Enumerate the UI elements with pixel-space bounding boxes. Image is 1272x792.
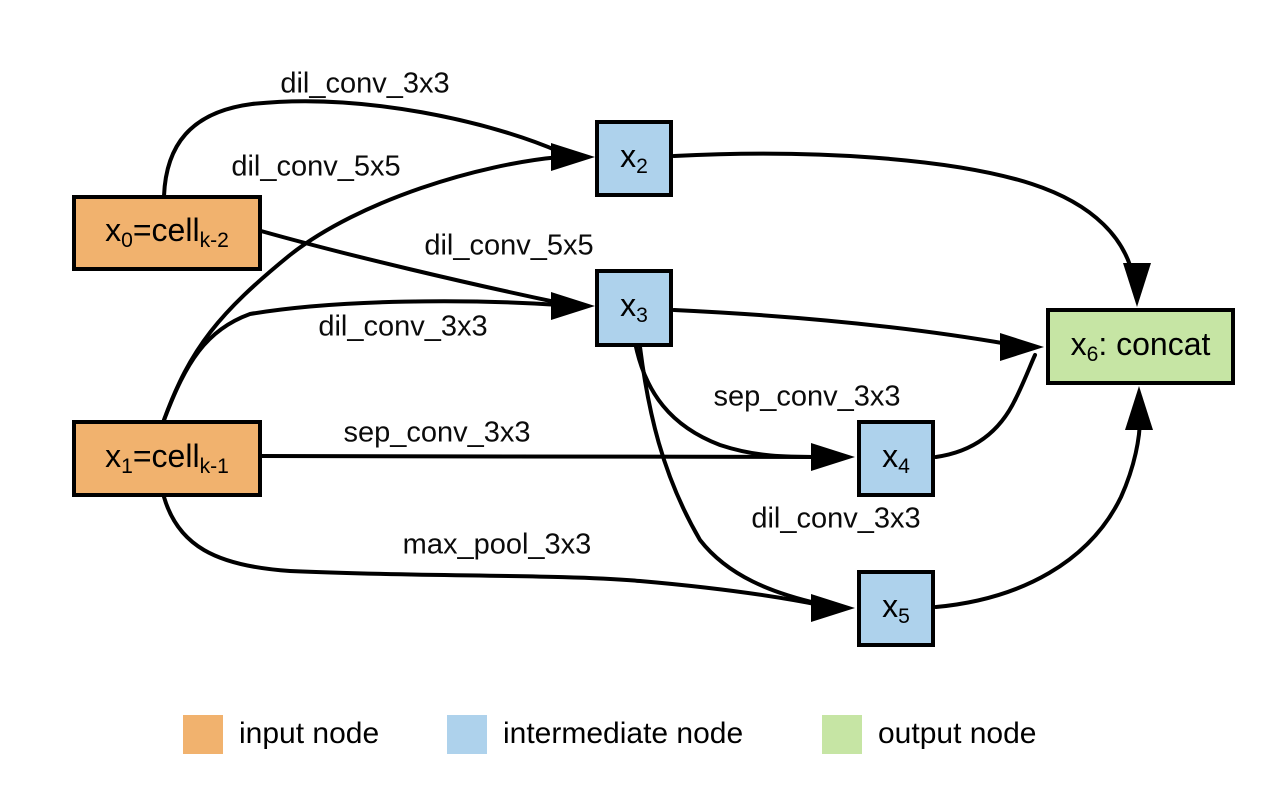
node-x5-label: x5 xyxy=(882,587,910,628)
arrowhead-into-x3 xyxy=(551,292,595,320)
node-x1-label: x1=cellk-1 xyxy=(105,437,229,478)
node-x5-intermediate: x5 xyxy=(857,570,935,647)
edge-x4-x6 xyxy=(934,353,1037,459)
node-x4-intermediate: x4 xyxy=(857,420,935,497)
edge-x5-x6 xyxy=(934,416,1142,609)
edge-label-x1-x3: dil_conv_3x3 xyxy=(318,310,488,343)
edge-label-x3-x4: sep_conv_3x3 xyxy=(713,380,901,413)
node-x3-intermediate: x3 xyxy=(595,269,673,347)
legend-swatch-output xyxy=(822,714,862,754)
edge-x1-x5 xyxy=(162,495,822,607)
edge-label-x0-x3: dil_conv_5x5 xyxy=(424,229,594,262)
edge-label-x3-x5: dil_conv_3x3 xyxy=(751,502,921,535)
edge-label-x1-x5: max_pool_3x3 xyxy=(402,528,592,561)
legend-item-intermediate: intermediate node xyxy=(447,713,743,755)
arrowhead-into-x2 xyxy=(551,143,595,171)
edge-label-x0-x2: dil_conv_3x3 xyxy=(280,67,450,100)
arrowhead-into-x6-bottom xyxy=(1125,386,1153,430)
edge-x3-x6 xyxy=(672,308,1010,346)
node-x6-output: x6: concat xyxy=(1046,308,1235,385)
node-x2-label: x2 xyxy=(620,137,648,178)
edge-x0-x3 xyxy=(259,229,562,305)
edge-x2-x6 xyxy=(672,151,1135,278)
arrowhead-into-x6-top xyxy=(1123,263,1151,307)
edge-label-x1-x4: sep_conv_3x3 xyxy=(343,416,531,449)
edge-x0-x2 xyxy=(162,99,562,198)
legend-item-output: output node xyxy=(822,713,1036,755)
node-x0-label: x0=cellk-2 xyxy=(105,212,229,253)
edge-label-x1-x2: dil_conv_5x5 xyxy=(231,150,401,183)
edge-x3-x5 xyxy=(638,345,822,606)
legend-swatch-intermediate xyxy=(447,714,487,754)
node-x4-label: x4 xyxy=(882,437,910,478)
node-x0-input: x0=cellk-2 xyxy=(72,195,262,271)
legend-label-intermediate: intermediate node xyxy=(503,717,744,750)
legend-label-input: input node xyxy=(239,717,380,750)
edge-x1-x3 xyxy=(162,299,562,422)
arrowhead-into-x4 xyxy=(811,443,855,471)
node-x3-label: x3 xyxy=(620,287,648,328)
legend-swatch-input xyxy=(183,714,223,754)
node-x1-input: x1=cellk-1 xyxy=(72,420,262,497)
node-x6-label: x6: concat xyxy=(1070,325,1211,366)
legend-label-output: output node xyxy=(878,717,1037,750)
node-x2-intermediate: x2 xyxy=(595,120,673,197)
arrowhead-into-x5 xyxy=(811,594,855,622)
edge-x3-x4 xyxy=(634,345,822,459)
arrowhead-into-x6-left xyxy=(1000,333,1044,361)
legend-item-input: input node xyxy=(183,713,379,755)
edge-x1-x4 xyxy=(258,454,822,459)
